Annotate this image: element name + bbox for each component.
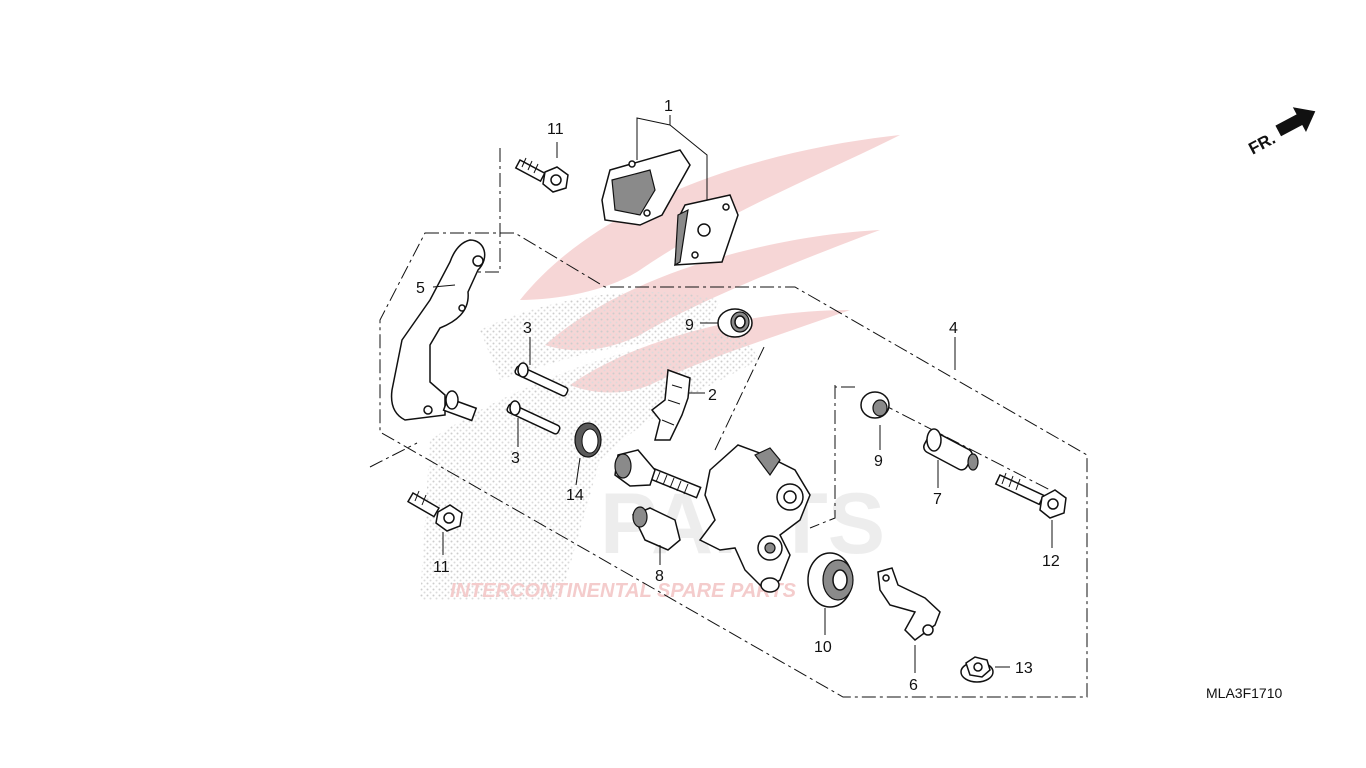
pin-boot-9-upper — [717, 308, 753, 338]
callout-labels: 1 2 3 3 4 5 6 7 8 9 9 10 11 11 12 13 14 — [416, 98, 1060, 694]
piston-seal — [574, 422, 602, 458]
flange-bolt-12 — [994, 472, 1067, 519]
callout-5: 5 — [416, 280, 425, 297]
callout-2: 2 — [708, 387, 717, 404]
callout-11-lower: 11 — [433, 559, 450, 576]
callout-12: 12 — [1042, 553, 1060, 570]
callout-8: 8 — [655, 568, 664, 585]
flange-nut-13 — [960, 656, 994, 683]
caliper-body — [698, 444, 811, 593]
bolt-11-upper — [514, 157, 569, 193]
callout-7: 7 — [933, 491, 942, 508]
slide-pin-3-lower — [506, 400, 561, 435]
front-direction-indicator: FR. — [1245, 107, 1316, 159]
callout-4: 4 — [949, 320, 958, 337]
callout-13: 13 — [1015, 660, 1033, 677]
stay-plate — [877, 567, 941, 641]
callout-1: 1 — [664, 98, 673, 115]
drawing-code: MLA3F1710 — [1206, 685, 1282, 701]
collar-10 — [807, 552, 854, 608]
callout-11-upper: 11 — [547, 121, 564, 138]
leader-lines — [432, 115, 1053, 673]
callout-6: 6 — [909, 677, 918, 694]
front-arrow-icon — [1275, 107, 1316, 137]
watermark-tagline: INTERCONTINENTAL SPARE PARTS — [450, 580, 797, 602]
front-label: FR. — [1245, 129, 1278, 159]
group-brackets — [369, 148, 1051, 529]
pin-boot-9-lower — [860, 391, 890, 419]
pad-spring — [650, 368, 691, 441]
slide-pin-3-upper — [514, 362, 569, 397]
callout-3-lower: 3 — [511, 450, 520, 467]
bleeder-cap — [631, 506, 681, 551]
brake-pad-set — [601, 149, 739, 267]
piston-bolt — [614, 449, 702, 499]
callout-9-upper: 9 — [685, 317, 694, 334]
slide-sleeve — [923, 428, 979, 471]
callout-3-upper: 3 — [523, 320, 532, 337]
callout-9-lower: 9 — [874, 453, 883, 470]
bolt-11-lower — [406, 490, 463, 532]
callout-10: 10 — [814, 639, 832, 656]
caliper-bracket — [390, 239, 486, 422]
callout-14: 14 — [566, 487, 584, 504]
